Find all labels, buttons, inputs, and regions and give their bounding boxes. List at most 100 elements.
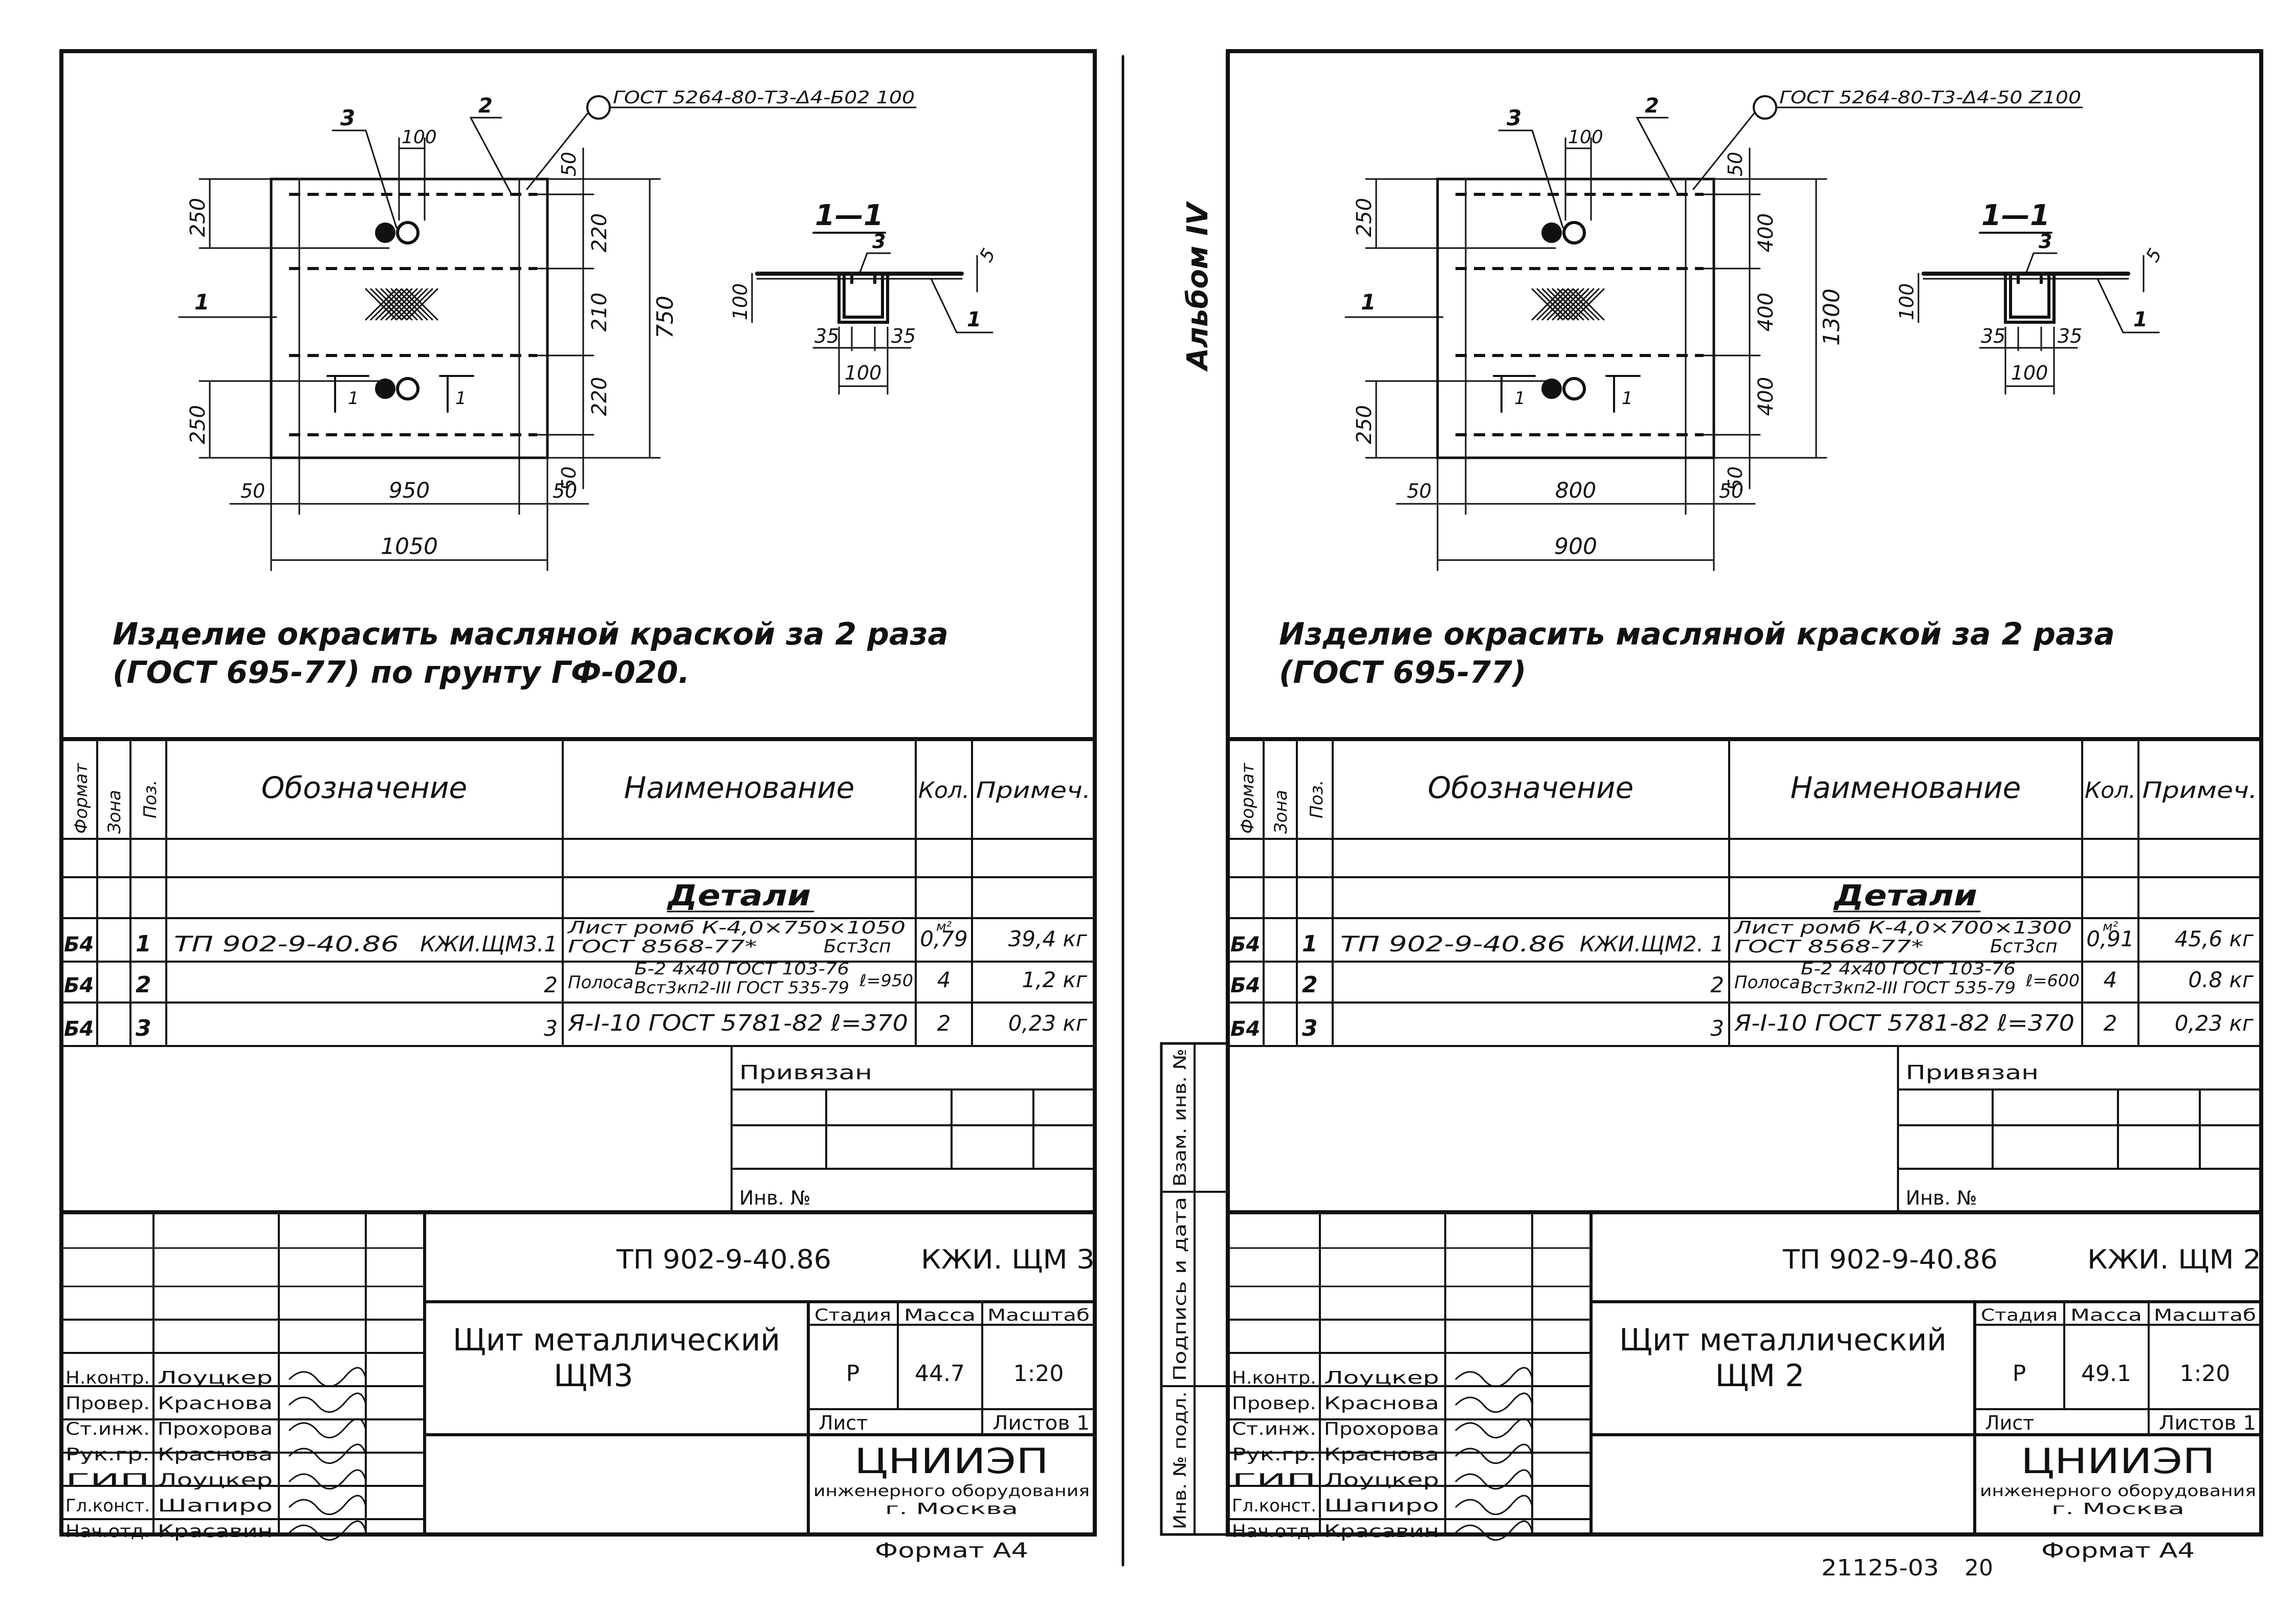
staff-name: Прохорова — [158, 1419, 273, 1439]
spec-code: 2 — [544, 972, 558, 997]
dim-label: 100 — [729, 283, 752, 321]
mass-value: 49.1 — [2081, 1361, 2131, 1387]
signature-scribble — [1454, 1392, 1533, 1413]
scale-value: 1:20 — [1013, 1361, 1064, 1387]
code-right: КЖИ. ЩМ 2 — [2087, 1244, 2261, 1275]
dim-label: 100 — [1895, 283, 1918, 321]
dim-label: 400 — [1754, 213, 1778, 252]
spec-name-std: ГОСТ 8568-77* — [1734, 937, 1924, 957]
spec-note: 1,2 кг — [1022, 967, 1088, 992]
paint-note-line2: (ГОСТ 695-77) по грунту ГФ-020. — [113, 655, 690, 691]
sheet-label: Лист — [1985, 1412, 2034, 1434]
sheet-label: Лист — [819, 1412, 868, 1434]
dim-label: 220 — [588, 213, 611, 252]
code-left: ТП 902-9-40.86 — [616, 1244, 831, 1275]
sheets-label: Листов 1 — [2159, 1412, 2256, 1434]
signature-scribble — [1454, 1418, 1533, 1439]
leader-line — [1692, 112, 1756, 190]
handle-bar-icon — [1541, 379, 1562, 399]
stage-value: Р — [846, 1361, 860, 1387]
staff-name: Краснова — [158, 1393, 273, 1414]
dim-label: 50 — [240, 480, 265, 502]
signature-scribble — [288, 1418, 367, 1439]
col-header-format: Формат — [71, 763, 92, 834]
channel-profile — [2004, 272, 2056, 324]
mass-value: 44.7 — [915, 1361, 965, 1387]
spec-qty: 4 — [2104, 967, 2117, 992]
handle-bar-icon — [375, 222, 395, 243]
spec-qty: 2 — [2104, 1011, 2117, 1036]
callout-2: 2 — [478, 94, 493, 118]
side-stamp-podpis: Подпись и дата — [1170, 1197, 1190, 1381]
staff-name: Лоуцкер — [1324, 1368, 1439, 1388]
dim-label: 100 — [2011, 362, 2048, 384]
weld-callout: ГОСТ 5264-80-Т3-Δ4-50 Z100 — [1779, 87, 2081, 108]
inv-no-label: Инв. № — [739, 1187, 810, 1209]
hatch-line — [1557, 288, 1589, 321]
dim-label: 950 — [389, 478, 430, 503]
staff-role: Ст.инж. — [65, 1419, 150, 1439]
mass-label: Масса — [904, 1305, 976, 1325]
col-header-zone: Зона — [1271, 790, 1291, 834]
spec-qty: 0,79 — [920, 926, 968, 951]
staff-name: Краснова — [158, 1444, 273, 1465]
staff-name: Лоуцкер — [158, 1470, 273, 1490]
privyazan-label: Привязан — [739, 1061, 872, 1084]
col-header-zone: Зона — [104, 790, 125, 834]
spec-format: Б4 — [64, 933, 94, 956]
signature-scribble — [1454, 1469, 1533, 1490]
spec-code: КЖИ.ЩМ2. 1 — [1580, 931, 1724, 956]
col-header-pos: Поз. — [140, 780, 161, 818]
spec-steel: Бст3сп — [824, 936, 891, 957]
section-title: 1—1 — [815, 199, 884, 232]
paint-note-line1: Изделие окрасить масляной краской за 2 р… — [1279, 616, 2115, 652]
plate-outline — [270, 177, 549, 459]
stage-label: Стадия — [1981, 1305, 2058, 1325]
col-header-format: Формат — [1238, 763, 1258, 834]
spec-name-std: ГОСТ 8568-77* — [568, 937, 757, 957]
section-mark-label: 1 — [348, 388, 359, 409]
leader-line — [470, 117, 513, 195]
signature-scribble — [288, 1469, 367, 1490]
leader-line — [858, 252, 868, 275]
spec-name: Б-2 4х40 ГОСТ 103-76 — [1801, 959, 2016, 978]
signature-scribble — [288, 1443, 367, 1464]
callout-1: 1 — [2133, 308, 2148, 331]
org-name: ЦНИИЭП — [2021, 1441, 2215, 1482]
spec-qty: 2 — [937, 1011, 951, 1036]
dim-label: 100 — [402, 127, 437, 148]
dim-label: 210 — [588, 293, 611, 331]
spec-format: Б4 — [64, 974, 94, 997]
hatch-line — [390, 288, 423, 321]
mass-label: Масса — [2070, 1305, 2142, 1325]
dim-label: 250 — [1353, 405, 1376, 444]
callout-3: 3 — [340, 105, 355, 130]
spec-format: Б4 — [1230, 933, 1260, 956]
callout-2: 2 — [1645, 94, 1659, 118]
spec-name: Я-I-10 ГОСТ 5781-82 ℓ=370 — [567, 1010, 908, 1036]
spec-qty: 0,91 — [2086, 926, 2134, 951]
col-header-designation: Обозначение — [1428, 770, 1633, 805]
dim-label: 250 — [1353, 198, 1376, 237]
spec-pos: 2 — [1302, 972, 1318, 998]
staff-role: Рук.гр. — [1232, 1444, 1316, 1465]
org-sub2: г. Москва — [885, 1500, 1018, 1518]
spec-pos: 2 — [136, 972, 151, 998]
org-name: ЦНИИЭП — [854, 1441, 1049, 1482]
dim-label: 50 — [558, 466, 580, 491]
dim-label: 50 — [1724, 466, 1747, 491]
sheet-title: Щит металлический — [453, 1322, 780, 1358]
dim-label: 400 — [1754, 293, 1778, 331]
code-left: ТП 902-9-40.86 — [1782, 1244, 1998, 1275]
hatch-line — [406, 288, 438, 321]
staff-role: Н.контр. — [1232, 1368, 1316, 1388]
code-right: КЖИ. ЩМ 3 — [921, 1244, 1095, 1275]
signature-scribble — [1454, 1495, 1533, 1516]
staff-role: ГИП — [1232, 1470, 1316, 1490]
hatch-line — [395, 288, 428, 321]
